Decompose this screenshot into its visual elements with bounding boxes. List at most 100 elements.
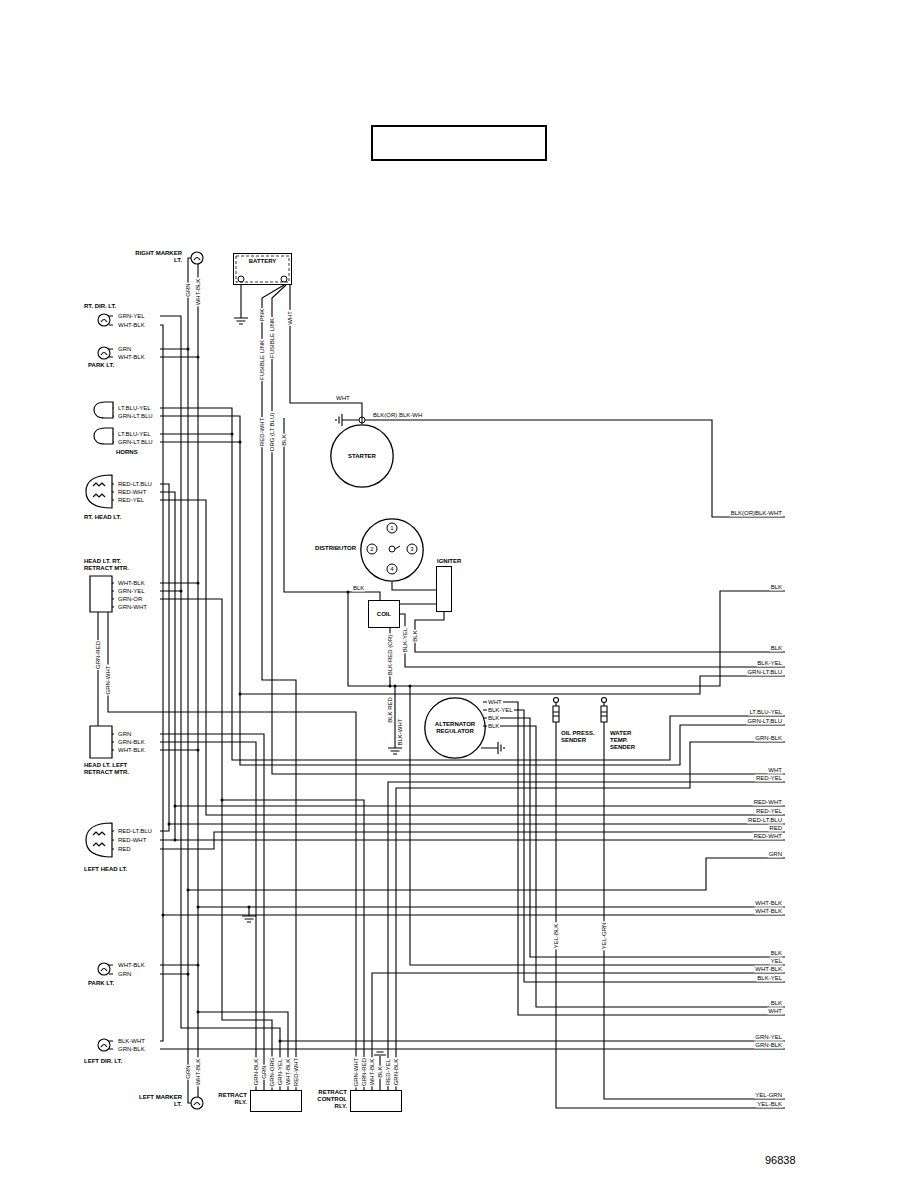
- wire-color-label: YEL-BLK: [756, 1101, 783, 1108]
- wire-color-label: WHT-BLK: [369, 1058, 376, 1087]
- wire-color-label: GRN-ORG: [269, 1057, 276, 1088]
- wire-color-label: WHT-BLK: [117, 354, 146, 361]
- wire-color-label: GRN-BLK: [253, 1058, 260, 1087]
- wire-color-label: GRN-YEL: [117, 313, 146, 320]
- wire-color-label: BLK: [770, 645, 783, 652]
- component-name: OIL PRESS. SENDER: [561, 730, 599, 744]
- component-name: IGNITER: [437, 558, 461, 565]
- terminal-number: 2: [369, 546, 374, 553]
- wire-color-label: GRN-WHT: [117, 604, 148, 611]
- wire-color-label: RED-WHT: [259, 417, 266, 447]
- wire-color-label: RED-WHT: [753, 833, 783, 840]
- component-name: WATER TEMP. SENDER: [610, 730, 650, 751]
- wire-color-label: GRN: [185, 282, 192, 297]
- wire-color-label: LT.BLU-YEL: [117, 405, 152, 412]
- component-name: HORNS: [116, 449, 156, 456]
- sender-label: OIL PRESS. SENDER: [561, 730, 599, 744]
- lamp-label: RT. DIR. LT.: [84, 303, 144, 310]
- wire-color-label: GRN-WHT: [353, 1057, 360, 1088]
- wire-color-label: GRN: [117, 971, 132, 978]
- wire-color-label: GRN: [185, 1064, 192, 1079]
- component-name: STARTER: [348, 453, 376, 460]
- wire-color-label: PNK: [259, 308, 266, 322]
- component-name: LEFT MARKER LT.: [134, 1094, 182, 1108]
- component-name: DISTRIBUTOR: [315, 545, 356, 552]
- wire-color-label: GRN: [117, 346, 132, 353]
- wire-color-label: GRN-LT.BLU: [746, 718, 783, 725]
- lamp-label: PARK LT.: [88, 362, 138, 369]
- component-name: RETRACT RLY.: [213, 1092, 247, 1106]
- component-name: LEFT HEAD LT.: [84, 866, 144, 873]
- wire-color-label: BLK: [412, 629, 419, 642]
- wire-harness: [98, 258, 785, 1108]
- component-name: COIL: [377, 611, 391, 618]
- relay-box: RETRACT CONTROL RLY.: [350, 1090, 402, 1112]
- wire-color-label: RED-WHT: [117, 837, 147, 844]
- wire-color-label: GRN-BLK: [393, 1058, 400, 1087]
- wire-color-label: GRN-BLK: [754, 735, 783, 742]
- wire-color-label: BLK: [770, 950, 783, 957]
- starter-motor: STARTER: [330, 424, 394, 488]
- lamp-label: LEFT DIR. LT.: [84, 1058, 144, 1065]
- lamp-label: PARK LT.: [88, 980, 138, 987]
- wire-color-label: RED: [768, 825, 783, 832]
- component-name: BATTERY: [234, 258, 291, 265]
- component-name: RIGHT MARKER LT.: [134, 250, 182, 264]
- terminal-number: 4: [389, 566, 394, 573]
- wire-color-label: BLK-YEL: [756, 975, 783, 982]
- wire-color-label: WHT-BLK: [754, 966, 783, 973]
- terminal-number: 1: [389, 525, 394, 532]
- wire-color-label: BLK-YEL: [756, 660, 783, 667]
- battery-terminal: [238, 276, 287, 282]
- component-name: HEAD LT. RT. RETRACT MTR.: [84, 558, 140, 572]
- component-name: LEFT DIR. LT.: [84, 1058, 144, 1065]
- wire-color-label: YEL-GRN: [601, 922, 608, 951]
- lamp-label: RIGHT MARKER LT.: [134, 250, 182, 264]
- retract-motor-symbol: [90, 576, 112, 758]
- wire-color-label: BLK-YEL: [487, 707, 514, 714]
- component-name: RETRACT CONTROL RLY.: [311, 1089, 347, 1110]
- wire-color-label: BLK-WHT: [397, 718, 404, 747]
- wire-color-label: BLK(OR)BLK-WHT: [730, 510, 783, 517]
- motor-label: HEAD LT. RT. RETRACT MTR.: [84, 558, 140, 572]
- wire-color-label: RED: [117, 846, 132, 853]
- wire-color-label: WHT-BLK: [117, 747, 146, 754]
- lamp-label: LEFT MARKER LT.: [134, 1094, 182, 1108]
- lamp-label: RT. HEAD LT.: [84, 514, 144, 521]
- wire-color-label: BLK: [281, 433, 288, 446]
- wire: [392, 582, 436, 590]
- title-frame: [372, 126, 546, 160]
- wire-color-label: GRN: [117, 731, 132, 738]
- wire-color-label: LT.BLU-YEL: [117, 431, 152, 438]
- wire-color-label: WHT-BLK: [754, 908, 783, 915]
- wire-color-label: GRN-LT.BLU: [117, 439, 154, 446]
- wire-color-label: GRN-YEL: [754, 1034, 783, 1041]
- wire-color-label: WHT-BLK: [117, 580, 146, 587]
- ignition-coil: COIL: [368, 600, 400, 628]
- headlamp-symbol: [86, 475, 112, 857]
- component-name: RT. HEAD LT.: [84, 514, 144, 521]
- wire-color-label: GRN-LT.BLU: [746, 669, 783, 676]
- horn-symbol: [94, 402, 113, 444]
- wire-color-label: GRN-RED: [95, 640, 102, 670]
- circle-outline: [425, 698, 485, 758]
- wire-color-label: RED-LT.BLU: [117, 828, 153, 835]
- wire-color-label: GRN-BLK: [117, 739, 146, 746]
- relay-box: RETRACT RLY.: [250, 1090, 302, 1112]
- wire-color-label: RED-LT.BLU: [747, 817, 783, 824]
- wire-color-label: FUSIBLE LINK: [259, 339, 266, 381]
- battery-box: BATTERY: [233, 253, 292, 285]
- wire-color-label: RED-WHT: [753, 799, 783, 806]
- wire-color-label: BLK: [487, 715, 500, 722]
- wire-color-label: BLK(OR) BLK-WH: [372, 412, 423, 419]
- wire-color-label: ORG (LT.BLU): [269, 412, 276, 453]
- wire-color-label: WHT: [335, 395, 351, 402]
- wire-color-label: WHT-BLK: [117, 322, 146, 329]
- wire-color-label: BLK-RED (OR): [387, 634, 394, 677]
- wire-color-label: GRN-OR: [117, 596, 143, 603]
- wire: [290, 285, 362, 424]
- wire-color-label: WHT: [287, 310, 294, 326]
- alternator-regulator: ALTERNATOR REGULATOR: [424, 697, 486, 759]
- junction-dot: [162, 348, 412, 1043]
